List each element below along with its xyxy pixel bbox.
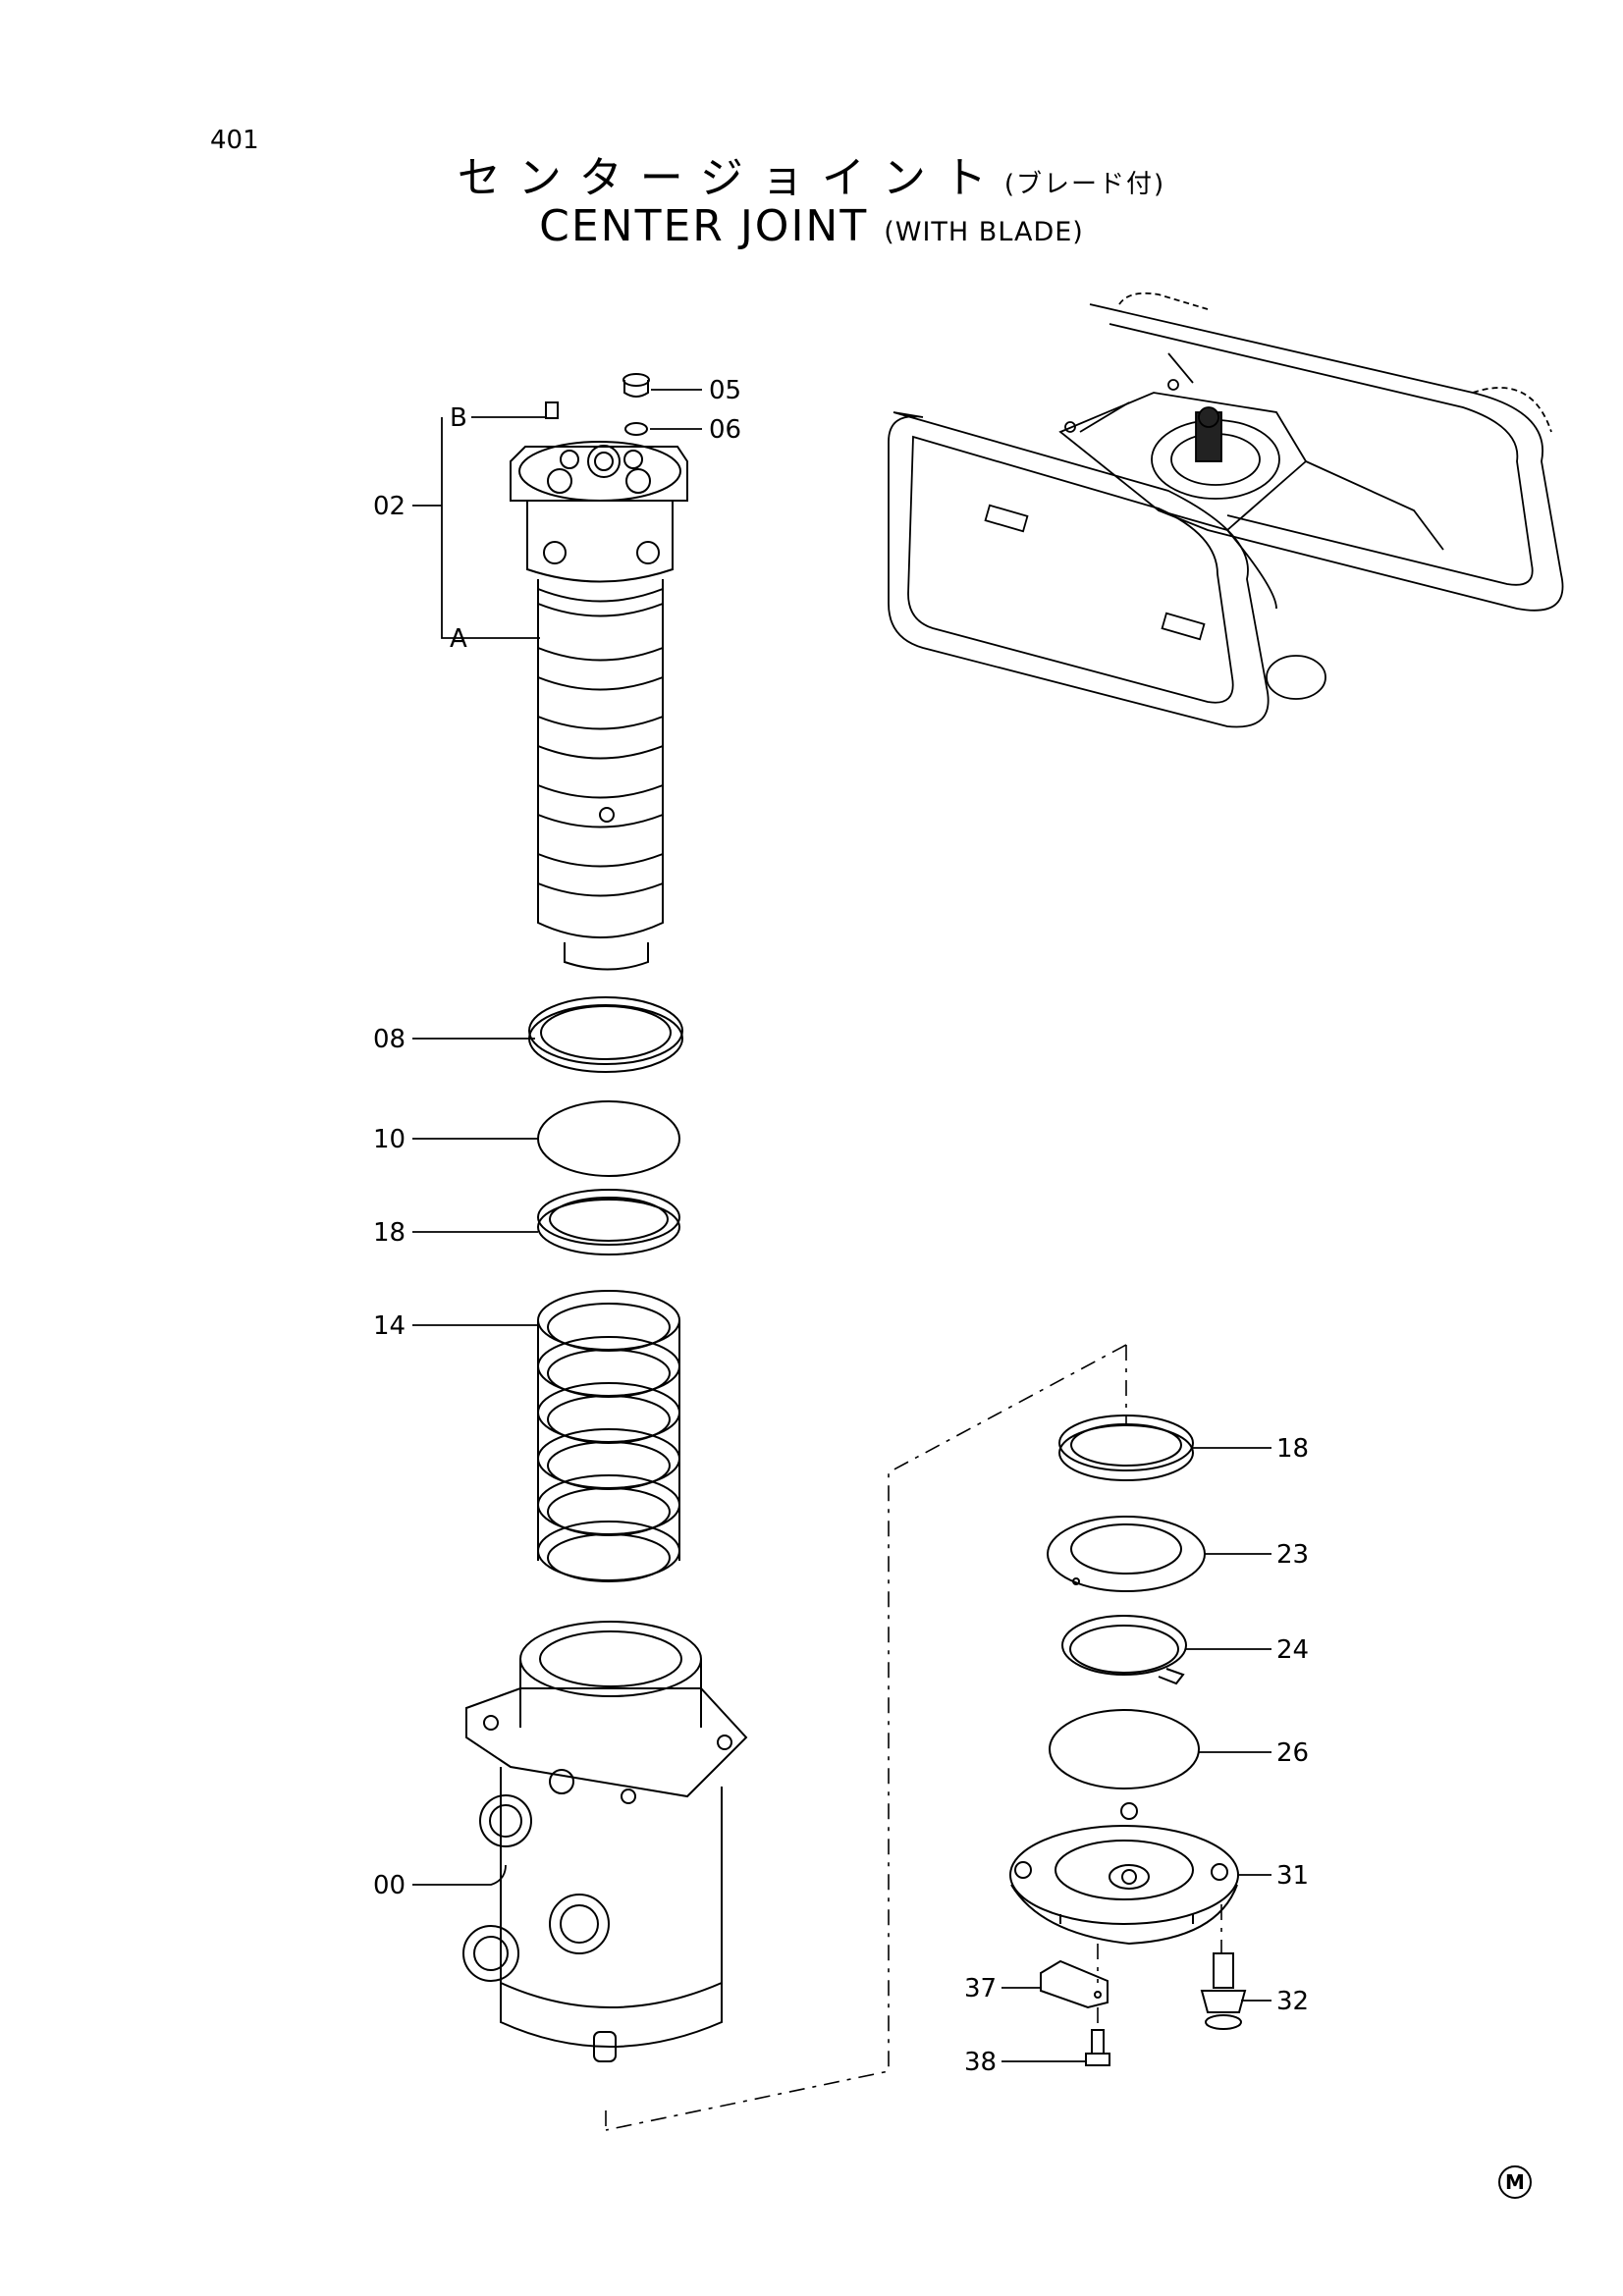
title-japanese-sub: (ブレード付) [1003, 170, 1166, 199]
callout-06: 06 [709, 415, 741, 445]
callout-32: 32 [1276, 1987, 1309, 2016]
plug-05 [622, 373, 650, 398]
cover-26 [1049, 1709, 1200, 1789]
ring-08 [528, 996, 683, 1073]
callout-05: 05 [709, 376, 741, 405]
title-english-sub: (WITH BLADE) [884, 217, 1084, 247]
body-00 [462, 1621, 748, 2062]
cover-31 [1009, 1802, 1239, 1946]
callout-02: 02 [373, 492, 406, 521]
title-japanese: センタージョイント(ブレード付) [0, 142, 1623, 205]
callout-18: 18 [373, 1218, 406, 1248]
seal-set-14 [537, 1290, 680, 1582]
callout-b: B [450, 403, 467, 433]
callout-18-lower: 18 [1276, 1434, 1309, 1464]
explosion-guide-lines [605, 1344, 1222, 2131]
callout-14: 14 [373, 1311, 406, 1341]
callout-38: 38 [964, 2048, 997, 2077]
title-japanese-main: センタージョイント [457, 153, 1004, 203]
callout-24: 24 [1276, 1635, 1309, 1665]
ring-18-lower [1058, 1415, 1194, 1481]
callout-23: 23 [1276, 1540, 1309, 1570]
bolt-32 [1200, 1952, 1247, 2030]
plate-37 [1040, 1959, 1109, 2009]
callout-26: 26 [1276, 1738, 1309, 1768]
title-english-main: CENTER JOINT [539, 201, 869, 251]
rotor-assembly-02 [510, 441, 688, 971]
callout-08: 08 [373, 1025, 406, 1054]
plate-23 [1047, 1516, 1206, 1592]
page-number: 401 [210, 126, 259, 155]
plug-b [545, 401, 559, 419]
callout-00: 00 [373, 1871, 406, 1900]
title-english: CENTER JOINT (WITH BLADE) [0, 201, 1623, 251]
callout-10: 10 [373, 1125, 406, 1154]
ring-18 [537, 1189, 680, 1255]
snap-ring-24 [1061, 1615, 1187, 1685]
undercarriage-location-illustration [888, 292, 1564, 728]
o-ring-06 [624, 422, 648, 436]
cover-10 [537, 1100, 680, 1177]
callout-a: A [450, 624, 467, 654]
leader-lines [412, 389, 1271, 2062]
callout-labels: 05 06 B 02 A 08 10 18 14 00 18 23 24 26 … [373, 376, 1309, 2077]
callout-37: 37 [964, 1974, 997, 2003]
corner-mark-symbol: M [1498, 2165, 1532, 2199]
screw-38 [1085, 2029, 1110, 2066]
callout-31: 31 [1276, 1861, 1309, 1891]
